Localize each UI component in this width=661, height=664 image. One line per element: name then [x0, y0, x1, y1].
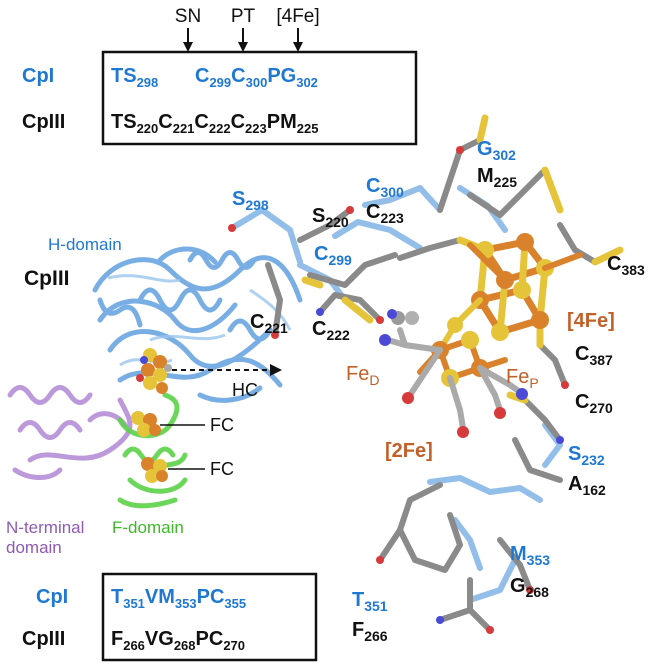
h-domain-label: H-domain [48, 235, 122, 254]
label-two-fe: [2Fe] [385, 440, 433, 462]
label-c222: C222 [312, 318, 350, 343]
top-arrow-labels: SN PT [4Fe] [175, 6, 320, 52]
down-arrow-icon [183, 28, 303, 52]
fc-label-lower: FC [210, 459, 234, 479]
hc-label: HC [232, 380, 258, 400]
bottom-row1-sequence: T351VM353PC355 [111, 586, 246, 611]
cluster-labels: [4Fe] [2Fe] FeD FeP [346, 310, 615, 462]
top-row2-sequence: TS220C221C222C223PM225 [111, 111, 318, 136]
label-g302: G302 [477, 138, 516, 163]
bottom-row2-sequence: F266VG268PC270 [111, 628, 245, 653]
arrow-right-icon [270, 364, 282, 376]
label-c223: C223 [366, 201, 404, 226]
label-c299: C299 [314, 243, 352, 268]
protein-title: CpIII [24, 267, 70, 290]
hc-cluster-spheres [136, 348, 172, 394]
label-c270: C270 [575, 391, 613, 416]
n-terminal-domain-ribbon [10, 388, 130, 478]
fc-label-upper: FC [210, 415, 234, 435]
top-row2-name: CpIII [22, 111, 65, 133]
label-f266: F266 [352, 619, 388, 644]
arrow-label-sn: SN [175, 6, 201, 27]
label-m225: M225 [477, 165, 517, 190]
label-c221: C221 [250, 311, 288, 336]
bottom-row1-name: CpI [36, 586, 68, 608]
active-site-stick-model [228, 118, 620, 634]
f-domain-label: F-domain [112, 518, 184, 537]
label-c387: C387 [575, 343, 613, 368]
label-t351: T351 [352, 589, 388, 614]
label-s298: S298 [232, 188, 269, 213]
bottom-sequence-alignment: CpI CpIII T351VM353PC355 F266VG268PC270 [22, 574, 316, 660]
protein-ribbon-illustration: CpIII H-domain HC FC FC N-terminal domai… [6, 235, 300, 557]
label-fe-d: FeD [346, 363, 379, 388]
arrow-label-4fe: [4Fe] [276, 6, 319, 27]
label-g268: G268 [510, 575, 549, 600]
label-s232: S232 [568, 443, 605, 468]
label-a162: A162 [568, 473, 606, 498]
hc-dashed-arrow [172, 364, 282, 376]
top-sequence-alignment: CpI CpIII TS298 C299C300PG302 TS220C221C… [22, 52, 416, 144]
top-row1-name: CpI [22, 65, 54, 87]
label-c383: C383 [607, 253, 645, 278]
f-domain-ribbon [120, 395, 185, 506]
arrow-label-pt: PT [231, 6, 256, 27]
bottom-row2-name: CpIII [22, 628, 65, 650]
top-row1-sequence: TS298 C299C300PG302 [111, 65, 318, 92]
label-s220: S220 [312, 205, 349, 230]
label-four-fe: [4Fe] [567, 310, 615, 332]
label-fe-p: FeP [506, 366, 539, 391]
label-c300: C300 [366, 175, 404, 200]
label-m353: M353 [510, 543, 550, 568]
n-terminal-label-line1: N-terminal [6, 518, 84, 537]
n-terminal-label-line2: domain [6, 538, 62, 557]
four-fe-cluster [470, 233, 580, 341]
